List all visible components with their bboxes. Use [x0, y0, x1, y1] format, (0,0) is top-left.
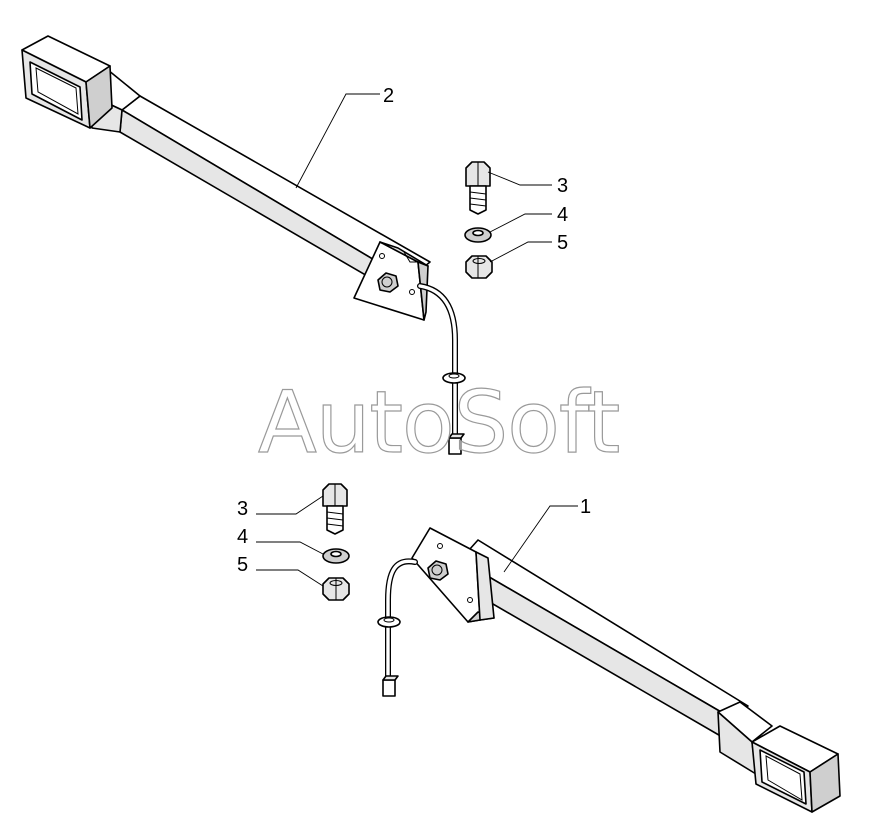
nut-upper [465, 255, 493, 279]
callout-5-lower: 5 [237, 554, 248, 576]
bolt-lower [322, 483, 348, 535]
callout-3-lower: 3 [237, 498, 248, 520]
callout-2: 2 [383, 85, 394, 107]
callout-5-upper: 5 [557, 232, 568, 254]
washer-lower [322, 548, 350, 564]
nut-lower [322, 577, 350, 601]
bolt-upper [465, 161, 491, 215]
washer-upper [464, 227, 492, 243]
part-2-mirror-arm-upper [21, 35, 466, 455]
callout-4-lower: 4 [237, 526, 248, 548]
part-1-mirror-arm-lower [377, 527, 841, 813]
callout-4-upper: 4 [557, 204, 568, 226]
leader-lines [256, 93, 578, 587]
callout-1: 1 [580, 496, 591, 518]
callout-3-upper: 3 [557, 175, 568, 197]
watermark-text: AutoSoft [258, 373, 619, 473]
